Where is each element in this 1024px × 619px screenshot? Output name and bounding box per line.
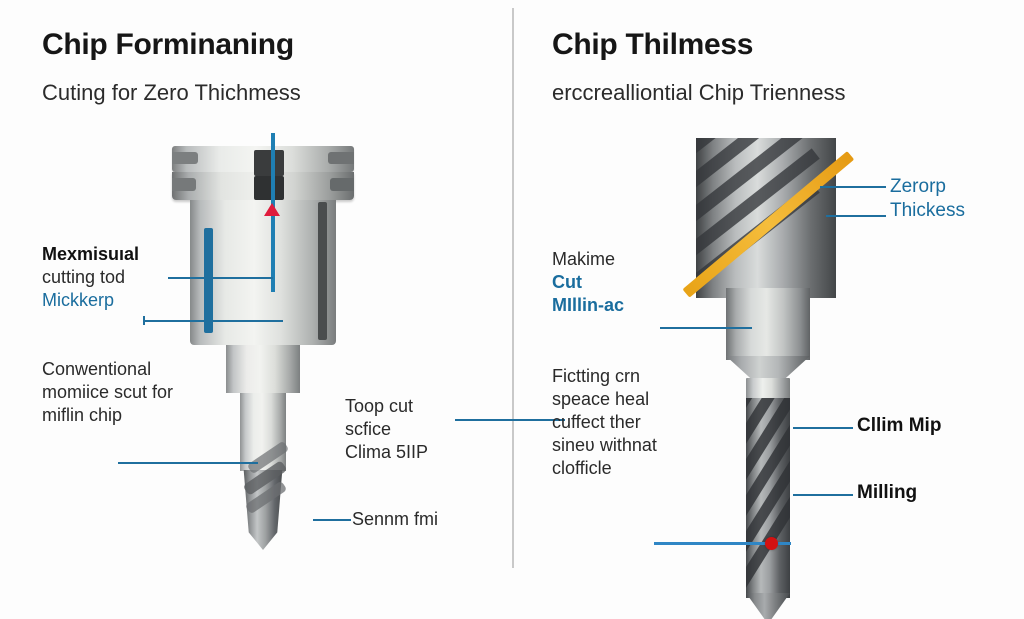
annotation-milling: Milling <box>857 481 917 505</box>
annotation-line: Fictting crn <box>552 366 641 386</box>
leader-line-cutting-tool <box>168 277 273 279</box>
annotation-line: scfice <box>345 419 392 440</box>
annotation-line: Clima 5IIP <box>345 442 429 463</box>
annotation-line: Makime <box>552 249 616 269</box>
annotation-line: miflin chip <box>42 405 123 426</box>
cutter-collar <box>746 378 790 400</box>
center-axis-line-upper <box>271 133 275 229</box>
annotation-line: Cut <box>552 272 582 293</box>
diagram-canvas: Chip Forminaning Cuting for Zero Thichme… <box>42 8 965 619</box>
panel-divider <box>512 8 514 568</box>
leader-line-mickkerp <box>143 320 283 322</box>
mill-tip <box>746 593 790 619</box>
annotation-line: Conwentional <box>42 359 152 379</box>
leader-line-conventional <box>118 462 258 464</box>
leader-line-cap <box>143 316 145 325</box>
annotation-line: MIllin-ac <box>552 295 625 316</box>
tool-step <box>226 345 300 393</box>
left-panel-title: Chip Forminaning <box>42 28 294 61</box>
keyway-slot <box>254 176 284 200</box>
annotation-line: momiice scut for <box>42 382 174 403</box>
annotation-climb-mip: Cllim Mip <box>857 414 941 438</box>
annotation-line: speace heal <box>552 389 650 410</box>
leader-line-milling <box>660 327 752 329</box>
feed-direction-arrow <box>264 203 280 216</box>
annotation-line: Sennm fmi <box>352 509 439 529</box>
workpiece-reference-line <box>654 542 791 545</box>
annotation-line: Milling <box>857 482 918 503</box>
left-panel-subtitle: Cuting for Zero Thichmess <box>42 80 301 105</box>
leader-line-sennm <box>313 519 351 521</box>
leader-line-climb-mip <box>793 427 853 429</box>
right-panel-title: Chip Thilmess <box>552 28 754 61</box>
flange-notch <box>328 152 354 164</box>
leader-line-zero-thickness <box>820 186 886 188</box>
leader-line-zero-thickness-2 <box>826 215 886 217</box>
annotation-line: Mickkerp <box>42 290 115 311</box>
tool-body-shadow <box>318 202 327 340</box>
annotation-zero-thickness: Zerorp Thickess <box>890 175 965 224</box>
blue-depth-marker <box>204 228 213 333</box>
annotation-line: Zerorp <box>890 176 946 197</box>
flange-notch <box>330 178 354 191</box>
flange-notch <box>172 152 198 164</box>
annotation-maximum-cutting-tool: Mexmisuıal cutting tod Mickkerp <box>42 243 139 312</box>
tool-tip-contact-point <box>765 537 778 550</box>
annotation-line: Thickess <box>890 200 965 222</box>
annotation-sennm-fmi: Sennm fmi <box>352 508 438 531</box>
annotation-conventional-milling: Conwentional momiice scut for miflin chi… <box>42 358 173 427</box>
annotation-line: Cllim Mip <box>857 415 942 436</box>
annotation-line: sineʋ withnat <box>552 435 657 456</box>
keyway-slot <box>254 150 284 176</box>
center-axis-line-lower <box>271 225 275 292</box>
flange-notch <box>172 178 196 191</box>
annotation-line: cutting tod <box>42 267 126 288</box>
annotation-line: Mexmisuıal <box>42 244 140 264</box>
right-panel-subtitle: erccrealliontial Chip Trienness <box>552 80 846 105</box>
end-mill-cutter-illustration <box>682 138 870 619</box>
annotation-fitting-clearance: Fictting crn speace heal cuffect ther si… <box>552 365 657 480</box>
annotation-line: Toop cut <box>345 396 414 416</box>
annotation-line: cuffect ther <box>552 412 641 433</box>
leader-line-milling-label <box>793 494 853 496</box>
end-mill-icon <box>746 398 790 598</box>
annotation-line: clofficle <box>552 458 612 479</box>
annotation-makime-cut-milling: Makime Cut MIllin-ac <box>552 248 624 317</box>
annotation-top-cut-surface: Toop cut scfice Clima 5IIP <box>345 395 428 464</box>
leader-line-top-cut <box>455 419 565 421</box>
cutter-neck <box>726 288 810 360</box>
